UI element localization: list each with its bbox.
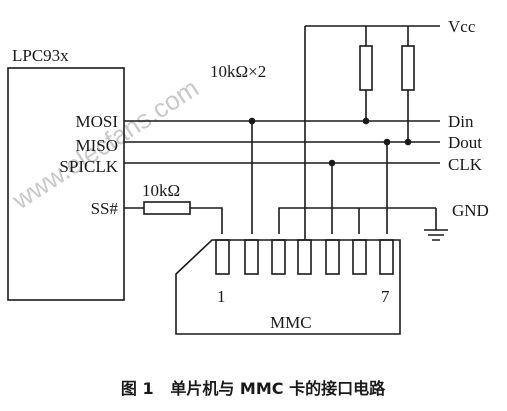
pullup-leads [365, 90, 409, 142]
series-resistor [143, 201, 191, 215]
ss-line [124, 207, 223, 234]
mmc-card-outline [175, 239, 401, 335]
pullup-resistor-1 [359, 45, 373, 91]
junction-din-pullup [362, 117, 370, 125]
pin-spiclk-label: SPICLK [59, 157, 118, 176]
series-resistor-label: 10kΩ [142, 181, 180, 200]
clk-label: CLK [448, 155, 483, 174]
junction-din [248, 117, 256, 125]
card-contact-pins [215, 239, 394, 275]
gnd-label: GND [452, 201, 489, 220]
vcc-rail [304, 25, 440, 240]
ground-symbol [424, 229, 448, 241]
lpc93x-chip [7, 67, 125, 301]
junction-clk [328, 159, 336, 167]
dout-label: Dout [448, 133, 482, 152]
pin-mosi-label: MOSI [75, 112, 118, 131]
pin-ss-label: SS# [91, 199, 119, 218]
figure-caption: 图 1 单片机与 MMC 卡的接口电路 [121, 379, 386, 398]
pullup-value-label: 10kΩ×2 [210, 62, 266, 81]
din-label: Din [448, 112, 474, 131]
pin-miso-label: MISO [75, 136, 118, 155]
chip-name-label: LPC93x [12, 46, 69, 65]
mmc-label: MMC [270, 313, 312, 332]
pin-7-label: 7 [381, 287, 390, 306]
pullup-resistor-2 [401, 45, 415, 91]
gnd-bus [278, 207, 437, 234]
pin-1-label: 1 [217, 287, 226, 306]
junction-dout [383, 138, 391, 146]
junction-dout-pullup [404, 138, 412, 146]
vcc-label: Vcc [448, 17, 476, 36]
